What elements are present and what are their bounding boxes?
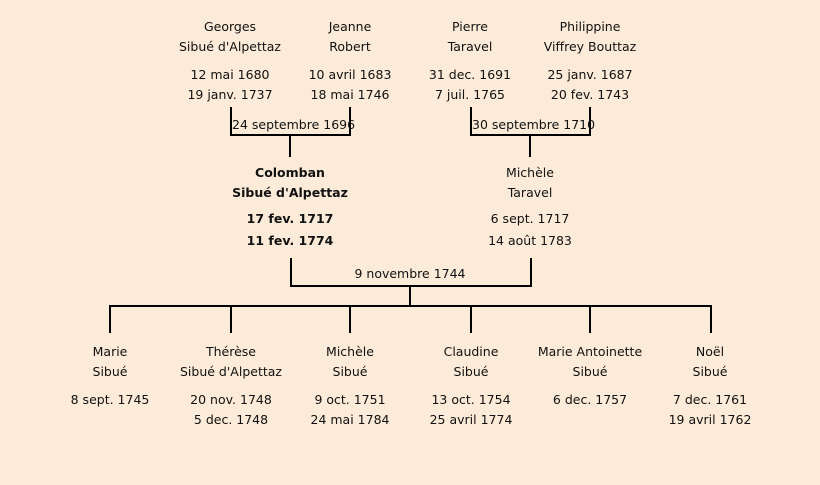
birth-date: 17 fev. 1717: [246, 211, 334, 226]
last-name: Sibué: [332, 364, 368, 379]
connector-line: [290, 258, 292, 287]
last-name: Sibué d'Alpettaz: [180, 364, 282, 379]
birth-date: 6 dec. 1757: [552, 392, 628, 407]
last-name: Robert: [329, 39, 371, 54]
birth-date: 12 mai 1680: [190, 67, 270, 82]
connector-line: [349, 107, 351, 136]
connector-line: [230, 107, 232, 136]
connector-line: [409, 285, 411, 306]
first-name: Thérèse: [205, 344, 256, 359]
connector-line: [230, 305, 232, 333]
connector-line: [290, 285, 532, 287]
connector-line: [349, 305, 351, 333]
first-name: Claudine: [443, 344, 499, 359]
connector-line: [470, 107, 472, 136]
birth-date: 7 dec. 1761: [672, 392, 748, 407]
last-name: Taravel: [507, 185, 553, 200]
birth-date: 31 dec. 1691: [428, 67, 512, 82]
death-date: 24 mai 1784: [310, 412, 390, 427]
first-name: Michèle: [506, 165, 554, 180]
birth-date: 9 oct. 1751: [314, 392, 386, 407]
birth-date: 10 avril 1683: [308, 67, 392, 82]
connector-line: [529, 134, 531, 157]
last-name: Taravel: [447, 39, 493, 54]
connector-line: [530, 258, 532, 287]
death-date: 19 janv. 1737: [187, 87, 273, 102]
last-name: Sibué: [572, 364, 608, 379]
first-name: Marie: [92, 344, 128, 359]
first-name: Noël: [695, 344, 725, 359]
death-date: 11 fev. 1774: [246, 233, 334, 248]
death-date: 14 août 1783: [488, 233, 572, 248]
first-name: Marie Antoinette: [537, 344, 643, 359]
first-name: Pierre: [452, 19, 488, 34]
birth-date: 8 sept. 1745: [70, 392, 150, 407]
connector-line: [289, 134, 291, 157]
last-name: Sibué: [453, 364, 489, 379]
death-date: 19 avril 1762: [668, 412, 752, 427]
first-name: Michèle: [326, 344, 374, 359]
death-date: 20 fev. 1743: [550, 87, 630, 102]
marriage-date-right: 30 septembre 1710: [472, 116, 596, 134]
connector-line: [710, 305, 712, 333]
last-name: Sibué d'Alpettaz: [179, 39, 281, 54]
death-date: 18 mai 1746: [310, 87, 390, 102]
first-name: Philippine: [559, 19, 621, 34]
birth-date: 13 oct. 1754: [431, 392, 511, 407]
connector-line: [109, 305, 712, 307]
marriage-date-parents: 9 novembre 1744: [292, 265, 528, 283]
last-name: Viffrey Bouttaz: [543, 39, 637, 54]
birth-date: 25 janv. 1687: [547, 67, 633, 82]
connector-line: [470, 305, 472, 333]
marriage-date-left: 24 septembre 1696: [232, 116, 356, 134]
last-name: Sibué d'Alpettaz: [232, 185, 348, 200]
death-date: 25 avril 1774: [429, 412, 513, 427]
last-name: Sibué: [692, 364, 728, 379]
first-name: Georges: [203, 19, 257, 34]
last-name: Sibué: [92, 364, 128, 379]
birth-date: 20 nov. 1748: [190, 392, 272, 407]
connector-line: [589, 107, 591, 136]
connector-line: [589, 305, 591, 333]
birth-date: 6 sept. 1717: [490, 211, 570, 226]
death-date: 7 juil. 1765: [434, 87, 506, 102]
death-date: 5 dec. 1748: [193, 412, 269, 427]
first-name: Colomban: [255, 165, 325, 180]
first-name: Jeanne: [328, 19, 372, 34]
connector-line: [109, 305, 111, 333]
